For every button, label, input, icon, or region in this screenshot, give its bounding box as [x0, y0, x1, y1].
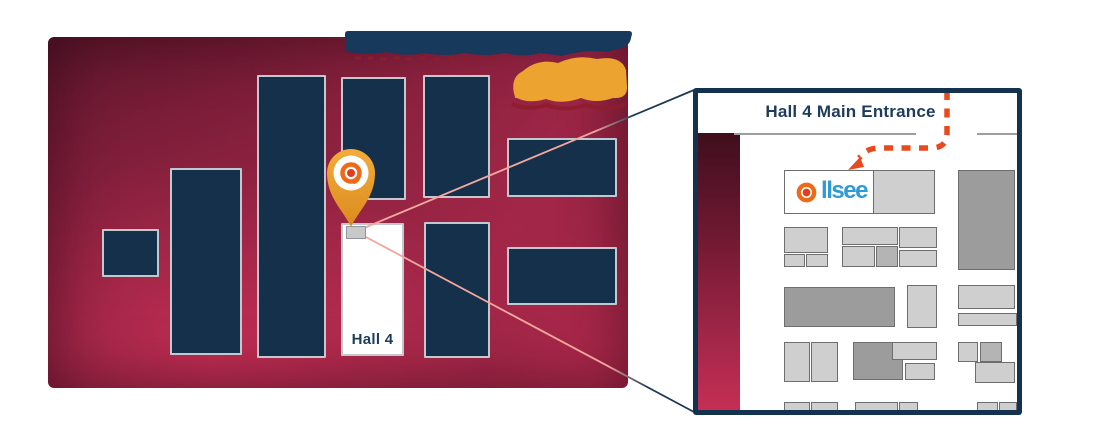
entrance-wall-right	[977, 133, 1017, 135]
booth-rect	[784, 287, 895, 327]
booth-marker	[346, 226, 366, 239]
hall4-block: Hall 4	[341, 223, 404, 356]
allsee-logo: llsee	[785, 171, 876, 213]
booth-rect	[907, 285, 937, 328]
booth-rect	[806, 254, 828, 267]
hall-block	[341, 77, 406, 200]
hall4-label: Hall 4	[351, 331, 394, 348]
allsee-target-a-icon	[796, 182, 817, 202]
booth-rect	[899, 250, 937, 267]
inset-map: Hall 4 Main Entrance llsee	[693, 88, 1022, 415]
hall-block	[424, 222, 490, 358]
booth-rect	[958, 170, 1015, 270]
booth-rect	[784, 227, 828, 253]
booth-rect	[784, 254, 805, 267]
allsee-wordmark: llsee	[821, 177, 868, 204]
outside-map-strip	[698, 133, 740, 410]
route-arrowhead	[848, 157, 864, 170]
hall-block	[423, 75, 490, 198]
hall-block	[102, 229, 159, 277]
booth-rect	[905, 363, 935, 380]
booth-rect	[977, 402, 998, 410]
booth-rect	[892, 342, 937, 360]
booth-rect	[958, 313, 1017, 326]
hall-block	[170, 168, 242, 355]
booth-rect	[876, 246, 898, 267]
booth-rect	[958, 342, 978, 362]
booth-rect	[958, 285, 1015, 309]
booth-rect	[855, 402, 898, 410]
hall-block	[507, 247, 617, 305]
booth-rect	[899, 402, 918, 410]
booth-rect	[811, 402, 838, 410]
entrance-wall-left	[734, 133, 916, 135]
booth-rect	[842, 246, 875, 267]
booth-rect	[980, 342, 1002, 362]
booth-rect	[975, 362, 1015, 383]
booth-rect	[784, 402, 810, 410]
inset-title: Hall 4 Main Entrance	[765, 102, 936, 121]
booth-rect	[784, 342, 810, 382]
booth-rect	[999, 402, 1017, 410]
exhibition-map	[48, 37, 628, 388]
booth-rect	[899, 227, 937, 248]
booth-rect	[842, 227, 898, 245]
booth-rect	[811, 342, 838, 382]
allsee-booth: llsee	[784, 170, 935, 214]
hall-block	[257, 75, 326, 358]
hall-block	[507, 138, 617, 197]
allsee-booth-gray-section	[873, 171, 934, 213]
